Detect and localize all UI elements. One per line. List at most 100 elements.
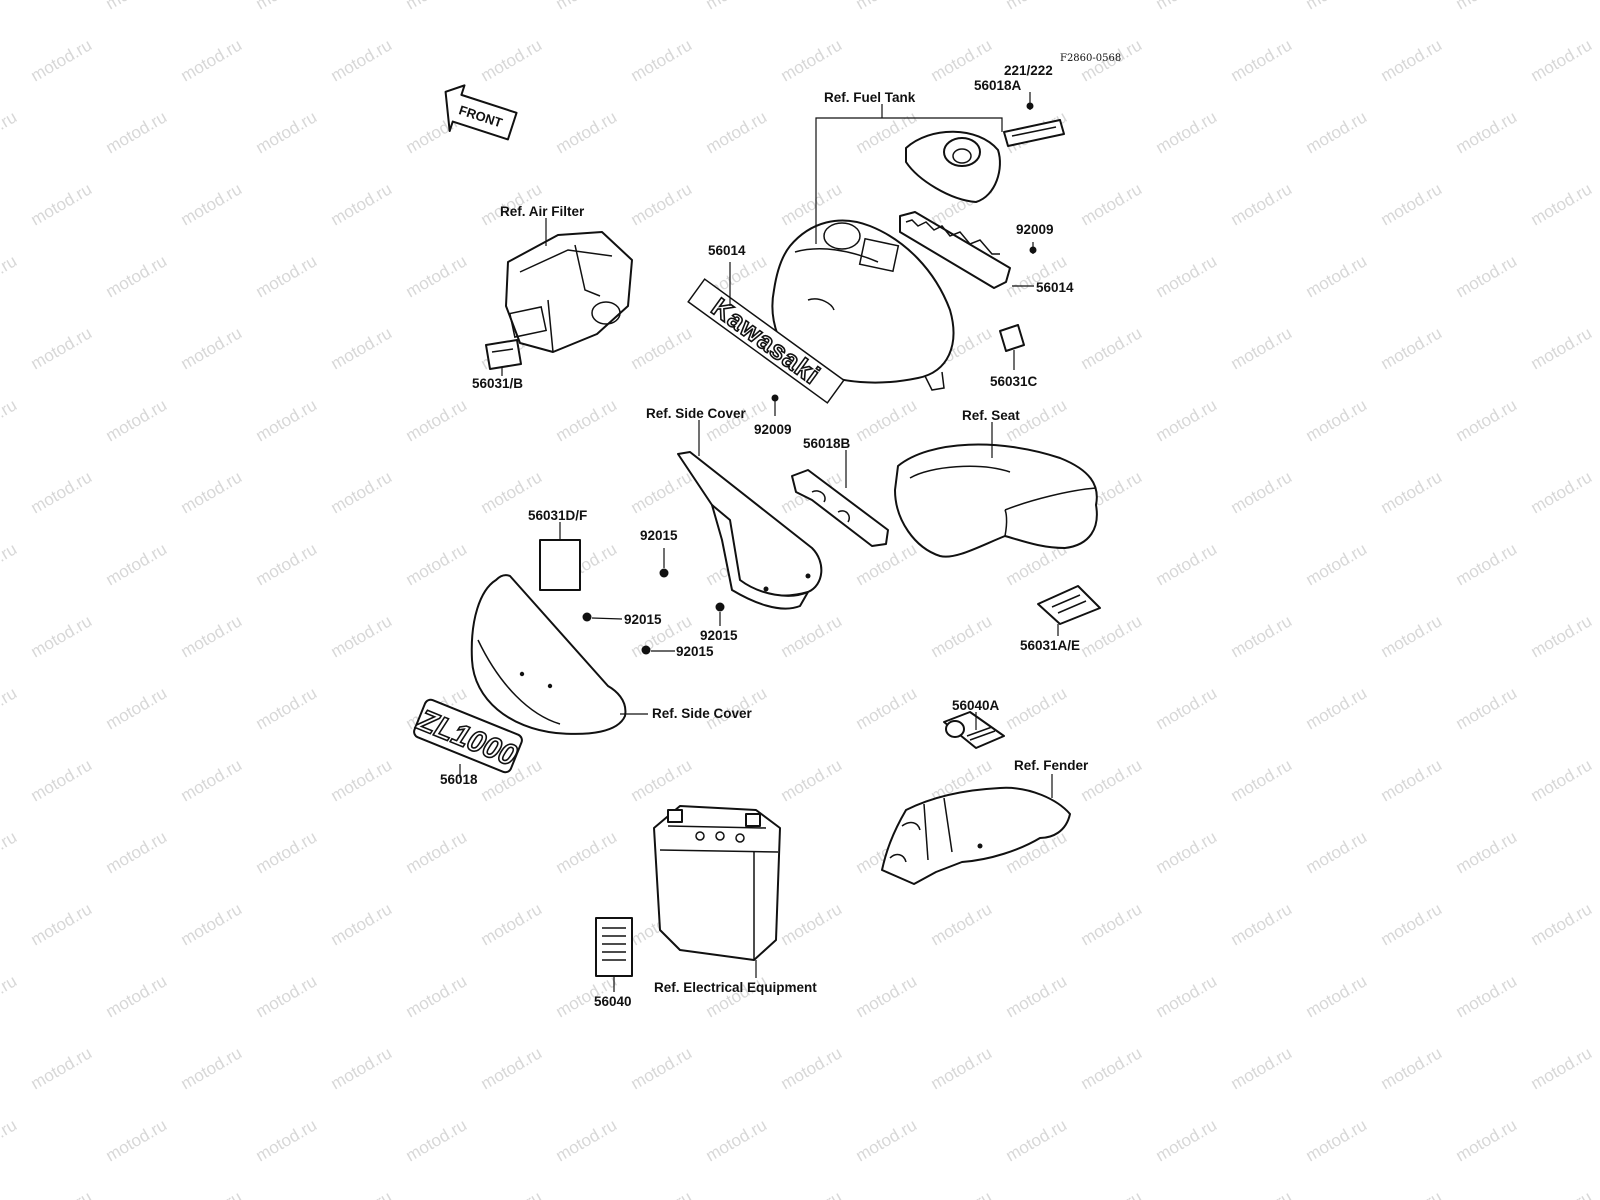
watermark-text: motod.ru xyxy=(628,467,696,517)
watermark-text: motod.ru xyxy=(328,35,396,85)
watermark-text: motod.ru xyxy=(1453,395,1521,445)
strip-56014-right-part xyxy=(899,211,1011,289)
watermark-text: motod.ru xyxy=(1303,539,1371,589)
screw-221-222 xyxy=(1026,92,1034,110)
watermark-text: motod.ru xyxy=(328,1043,396,1093)
watermark-text: motod.ru xyxy=(553,1115,621,1165)
watermark-text: motod.ru xyxy=(178,35,246,85)
watermark-text: motod.ru xyxy=(1303,683,1371,733)
label-92015-d: 92015 xyxy=(676,644,714,659)
watermark-text: motod.ru xyxy=(553,107,621,157)
watermark-text: motod.ru xyxy=(253,539,321,589)
watermark-text: motod.ru xyxy=(103,827,171,877)
watermark-text: motod.ru xyxy=(178,755,246,805)
label-56031DF: 56031D/F xyxy=(528,508,587,523)
watermark-text: motod.ru xyxy=(403,827,471,877)
watermark-text: motod.ru xyxy=(628,35,696,85)
watermark-text: motod.ru xyxy=(1303,395,1371,445)
watermark-text: motod.ru xyxy=(1378,35,1446,85)
battery xyxy=(653,805,781,961)
label-56031DF-part xyxy=(539,539,581,591)
watermark-text: motod.ru xyxy=(28,1043,96,1093)
watermark-text: motod.ru xyxy=(1378,323,1446,373)
watermark-text: motod.ru xyxy=(0,251,20,301)
watermark-text: motod.ru xyxy=(703,971,771,1021)
watermark-text: motod.ru xyxy=(403,539,471,589)
watermark-text: motod.ru xyxy=(1228,35,1296,85)
fuel-tank xyxy=(771,219,955,391)
watermark-text: motod.ru xyxy=(103,251,171,301)
label-56031AE: 56031A/E xyxy=(1020,638,1080,653)
watermark-text: motod.ru xyxy=(28,179,96,229)
watermark-text: motod.ru xyxy=(478,35,546,85)
watermark-text: motod.ru xyxy=(1528,179,1596,229)
watermark-text: motod.ru xyxy=(253,971,321,1021)
label-ref-fuel-tank: Ref. Fuel Tank xyxy=(824,90,916,105)
side-cover-lower xyxy=(470,574,627,735)
watermark-text: motod.ru xyxy=(1453,0,1521,13)
watermark-text: motod.ru xyxy=(1153,683,1221,733)
watermark-text: motod.ru xyxy=(1453,251,1521,301)
watermark-text: motod.ru xyxy=(853,0,921,13)
watermark-text: motod.ru xyxy=(403,395,471,445)
watermark-text: motod.ru xyxy=(328,1187,396,1200)
watermark-text: motod.ru xyxy=(1003,971,1071,1021)
watermark-text: motod.ru xyxy=(403,971,471,1021)
emblem-56018B-part xyxy=(791,469,889,547)
watermark-text: motod.ru xyxy=(103,683,171,733)
label-ref-side-cover-top: Ref. Side Cover xyxy=(646,406,747,421)
watermark-text: motod.ru xyxy=(1528,1187,1596,1200)
watermark-text: motod.ru xyxy=(253,107,321,157)
watermark-text: motod.ru xyxy=(478,1187,546,1200)
watermark-text: motod.ru xyxy=(103,971,171,1021)
label-56031C: 56031C xyxy=(990,374,1038,389)
watermark-text: motod.ru xyxy=(1453,107,1521,157)
watermark-text: motod.ru xyxy=(1078,899,1146,949)
label-221-222: 221/222 xyxy=(1004,63,1053,78)
watermark-text: motod.ru xyxy=(853,971,921,1021)
watermark-text: motod.ru xyxy=(328,323,396,373)
watermark-text: motod.ru xyxy=(1453,827,1521,877)
watermark-text: motod.ru xyxy=(703,107,771,157)
watermark-text: motod.ru xyxy=(28,1187,96,1200)
grommet-92015-a xyxy=(659,548,669,578)
watermark-text: motod.ru xyxy=(703,1115,771,1165)
label-56014-right: 56014 xyxy=(1036,280,1074,295)
label-92015-a: 92015 xyxy=(640,528,678,543)
watermark-text: motod.ru xyxy=(1153,107,1221,157)
watermark-text: motod.ru xyxy=(1228,1043,1296,1093)
watermark-text: motod.ru xyxy=(403,0,471,13)
watermark-text: motod.ru xyxy=(1003,0,1071,13)
watermark-text: motod.ru xyxy=(703,0,771,13)
watermark-text: motod.ru xyxy=(553,395,621,445)
watermark-text: motod.ru xyxy=(1528,323,1596,373)
watermark-text: motod.ru xyxy=(253,1115,321,1165)
watermark-text: motod.ru xyxy=(1303,107,1371,157)
watermark-text: motod.ru xyxy=(478,899,546,949)
watermark-text: motod.ru xyxy=(403,251,471,301)
watermark-text: motod.ru xyxy=(403,1115,471,1165)
watermark-text: motod.ru xyxy=(1453,683,1521,733)
screw-92009-mid xyxy=(771,394,779,416)
watermark-text: motod.ru xyxy=(1453,1115,1521,1165)
watermark-text: motod.ru xyxy=(1228,755,1296,805)
watermark-text: motod.ru xyxy=(553,0,621,13)
watermark-text: motod.ru xyxy=(1303,971,1371,1021)
watermark-text: motod.ru xyxy=(1153,0,1221,13)
watermark-text: motod.ru xyxy=(328,611,396,661)
watermark-text: motod.ru xyxy=(0,827,20,877)
label-56031B-part xyxy=(485,339,522,370)
leader-lines xyxy=(459,104,1059,992)
label-56018: 56018 xyxy=(440,772,478,787)
label-92009-mid: 92009 xyxy=(754,422,792,437)
watermark-text: motod.ru xyxy=(628,1187,696,1200)
watermark-text: motod.ru xyxy=(1153,971,1221,1021)
watermark-text: motod.ru xyxy=(1453,971,1521,1021)
watermark-text: motod.ru xyxy=(28,467,96,517)
watermark-text: motod.ru xyxy=(178,1043,246,1093)
watermark-text: motod.ru xyxy=(0,107,20,157)
label-56031C-part xyxy=(999,324,1025,352)
label-56031B: 56031/B xyxy=(472,376,523,391)
watermark-text: motod.ru xyxy=(1078,611,1146,661)
watermark-text: motod.ru xyxy=(0,539,20,589)
